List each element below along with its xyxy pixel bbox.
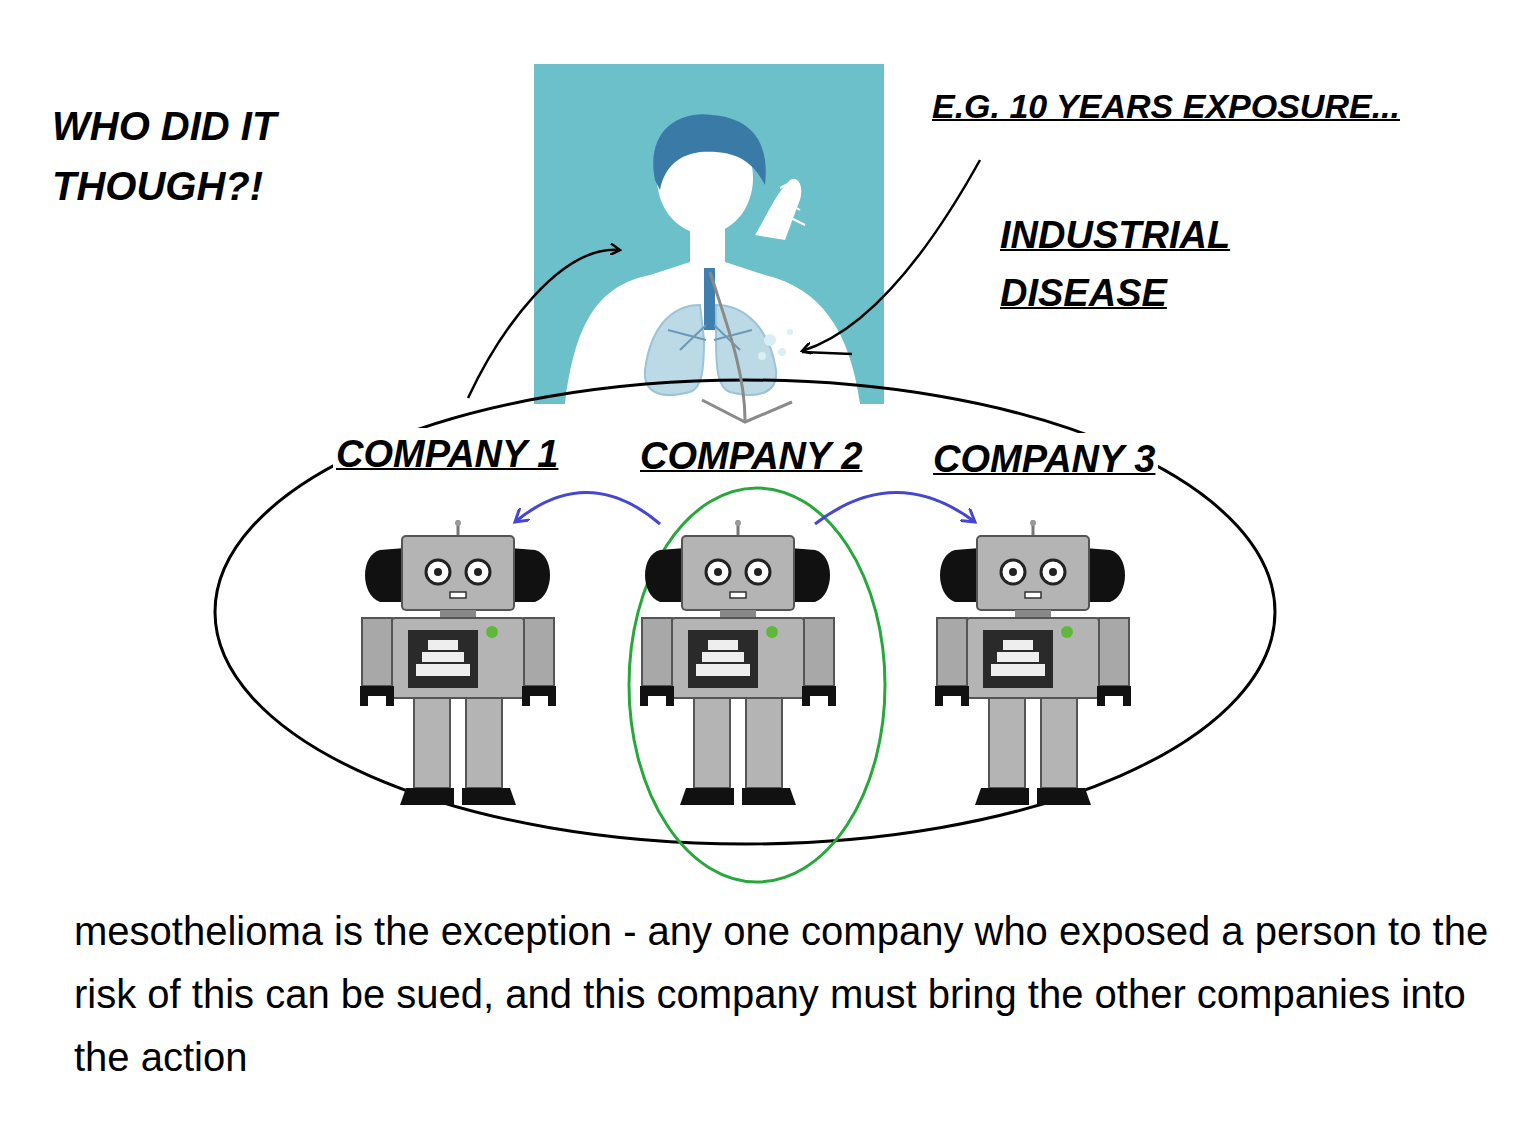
gray-arrowhead xyxy=(702,400,792,422)
company-heading: COMPANY 2 xyxy=(637,430,865,483)
company-robot: COMPANY 1 xyxy=(350,520,565,805)
blue-arrow xyxy=(815,492,975,524)
robot-figure xyxy=(630,520,845,805)
leader-line xyxy=(802,352,852,354)
note-label: INDUSTRIAL DISEASE xyxy=(1000,206,1290,322)
group-ellipse xyxy=(215,380,1275,844)
leader-arrow xyxy=(468,250,620,398)
leader-arrow xyxy=(802,160,980,351)
blue-arrow xyxy=(515,492,660,524)
company-robot: COMPANY 3 xyxy=(925,520,1140,805)
company-robot: COMPANY 2 xyxy=(630,520,845,805)
person-illustration xyxy=(534,64,884,404)
note-label: WHO DID IT THOUGH?! xyxy=(52,96,352,216)
company-heading: COMPANY 1 xyxy=(333,428,561,481)
robot-figure xyxy=(925,520,1140,805)
highlight-ellipse xyxy=(629,488,885,882)
company-heading: COMPANY 3 xyxy=(930,433,1158,486)
robot-figure xyxy=(350,520,565,805)
caption: mesothelioma is the exception - any one … xyxy=(74,900,1494,1089)
gray-arrow xyxy=(710,272,745,420)
note-label: E.G. 10 YEARS EXPOSURE... xyxy=(932,82,1527,130)
